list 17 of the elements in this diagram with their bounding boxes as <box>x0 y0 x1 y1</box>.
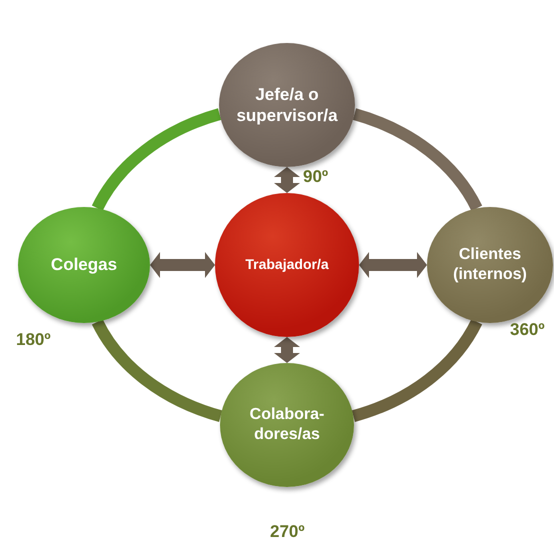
angle-label: 180º <box>16 330 51 350</box>
angle-label: 270º <box>270 522 305 542</box>
node-label: Colegas <box>50 254 118 276</box>
arrow <box>359 252 427 278</box>
node-label: Clientes (internos) <box>452 245 528 285</box>
ring-segment <box>351 318 482 422</box>
ring-segment <box>92 108 222 212</box>
arrow <box>274 337 300 363</box>
arrow <box>150 252 215 278</box>
ring-segment <box>92 318 223 422</box>
node-label: Colabora- dores/as <box>248 405 326 445</box>
ring-segment <box>352 108 482 212</box>
angle-label: 360º <box>510 320 545 340</box>
node-label: Trabajador/a <box>245 256 329 274</box>
arrow <box>274 167 300 193</box>
node-label: Jefe/a o supervisor/a <box>235 84 339 126</box>
angle-label: 90º <box>303 167 328 187</box>
